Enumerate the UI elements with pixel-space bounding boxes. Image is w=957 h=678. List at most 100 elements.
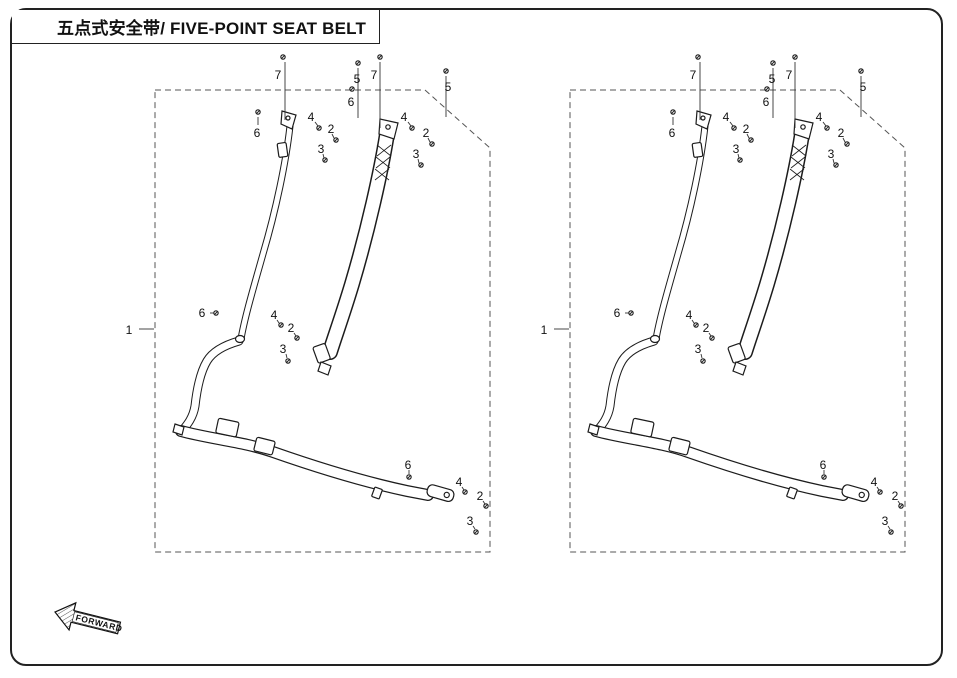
fastener-icon bbox=[355, 60, 361, 66]
callout-2: 2 bbox=[423, 126, 430, 140]
fastener-icon bbox=[213, 310, 219, 316]
callout-3: 3 bbox=[695, 342, 702, 356]
fastener-icon bbox=[483, 503, 489, 509]
fastener-icon bbox=[462, 489, 468, 495]
callout-2: 2 bbox=[892, 489, 899, 503]
callout-6: 6 bbox=[405, 458, 412, 472]
leader-line bbox=[876, 486, 880, 491]
leader-line bbox=[842, 137, 846, 143]
leader-line bbox=[746, 133, 750, 139]
callout-3: 3 bbox=[280, 342, 287, 356]
fastener-icon bbox=[709, 335, 715, 341]
leader-line bbox=[461, 486, 465, 491]
callout-7: 7 bbox=[786, 68, 793, 82]
callout-5: 5 bbox=[354, 72, 361, 86]
fastener-icon bbox=[316, 125, 322, 131]
callout-7: 7 bbox=[690, 68, 697, 82]
leader-line bbox=[887, 525, 891, 530]
page-title: 五点式安全带/ FIVE-POINT SEAT BELT bbox=[57, 19, 367, 38]
fastener-icon bbox=[349, 86, 355, 92]
fastener-icon bbox=[821, 474, 827, 480]
fastener-icon bbox=[748, 137, 754, 143]
leader-line bbox=[331, 133, 335, 139]
callout-2: 2 bbox=[743, 122, 750, 136]
callout-6: 6 bbox=[614, 306, 621, 320]
callout-2: 2 bbox=[288, 321, 295, 335]
leader-line bbox=[708, 332, 712, 337]
leader-line bbox=[417, 158, 420, 164]
fastener-icon bbox=[255, 109, 261, 115]
fastener-icon bbox=[377, 54, 383, 60]
fastener-icon bbox=[443, 68, 449, 74]
fastener-icon bbox=[833, 162, 839, 168]
fastener-icon bbox=[700, 358, 706, 364]
callout-4: 4 bbox=[456, 475, 463, 489]
callout-7: 7 bbox=[275, 68, 282, 82]
callout-4: 4 bbox=[686, 308, 693, 322]
fastener-icon bbox=[858, 68, 864, 74]
callout-2: 2 bbox=[703, 321, 710, 335]
title-box: 五点式安全带/ FIVE-POINT SEAT BELT bbox=[12, 10, 380, 44]
fastener-icon bbox=[322, 157, 328, 163]
fastener-icon bbox=[278, 322, 284, 328]
callout-4: 4 bbox=[723, 110, 730, 124]
leader-line bbox=[482, 500, 486, 505]
fastener-icon bbox=[888, 529, 894, 535]
leader-line bbox=[691, 319, 695, 324]
fastener-icon bbox=[898, 503, 904, 509]
callout-2: 2 bbox=[328, 122, 335, 136]
leader-line bbox=[729, 121, 734, 127]
leader-line bbox=[427, 137, 431, 143]
leader-line bbox=[285, 353, 288, 359]
fastener-icon bbox=[824, 125, 830, 131]
fastener-icon bbox=[693, 322, 699, 328]
leader-line bbox=[276, 319, 280, 324]
leader-line bbox=[314, 121, 319, 127]
callout-3: 3 bbox=[882, 514, 889, 528]
fastener-icon bbox=[409, 125, 415, 131]
leader-line bbox=[407, 121, 412, 127]
leader-line bbox=[472, 525, 476, 530]
callout-5: 5 bbox=[769, 72, 776, 86]
callout-2: 2 bbox=[838, 126, 845, 140]
forward-arrow: FORWARD bbox=[54, 601, 124, 635]
belt-art-instance bbox=[588, 111, 870, 503]
callout-7: 7 bbox=[371, 68, 378, 82]
fastener-icon bbox=[285, 358, 291, 364]
fastener-icon bbox=[294, 335, 300, 341]
callout-5: 5 bbox=[445, 80, 452, 94]
callout-2: 2 bbox=[477, 489, 484, 503]
callout-1: 1 bbox=[541, 323, 548, 337]
fastener-icon bbox=[877, 489, 883, 495]
callout-3: 3 bbox=[733, 142, 740, 156]
callout-4: 4 bbox=[308, 110, 315, 124]
leader-line bbox=[293, 332, 297, 337]
fastener-icon bbox=[429, 141, 435, 147]
callout-6: 6 bbox=[348, 95, 355, 109]
callout-3: 3 bbox=[828, 147, 835, 161]
fastener-icon bbox=[406, 474, 412, 480]
leader-line bbox=[822, 121, 827, 127]
callout-6: 6 bbox=[199, 306, 206, 320]
callout-4: 4 bbox=[401, 110, 408, 124]
fastener-icon bbox=[764, 86, 770, 92]
callout-1: 1 bbox=[126, 323, 133, 337]
leader-line bbox=[322, 153, 325, 159]
callout-3: 3 bbox=[467, 514, 474, 528]
callout-6: 6 bbox=[254, 126, 261, 140]
leader-line bbox=[832, 158, 835, 164]
fastener-icon bbox=[280, 54, 286, 60]
forward-label-bg bbox=[71, 611, 119, 633]
fastener-icon bbox=[737, 157, 743, 163]
forward-label: FORWARD bbox=[75, 612, 124, 633]
fastener-icon bbox=[473, 529, 479, 535]
callout-4: 4 bbox=[271, 308, 278, 322]
leader-line bbox=[737, 153, 740, 159]
callout-4: 4 bbox=[816, 110, 823, 124]
callout-4: 4 bbox=[871, 475, 878, 489]
fastener-icon bbox=[670, 109, 676, 115]
